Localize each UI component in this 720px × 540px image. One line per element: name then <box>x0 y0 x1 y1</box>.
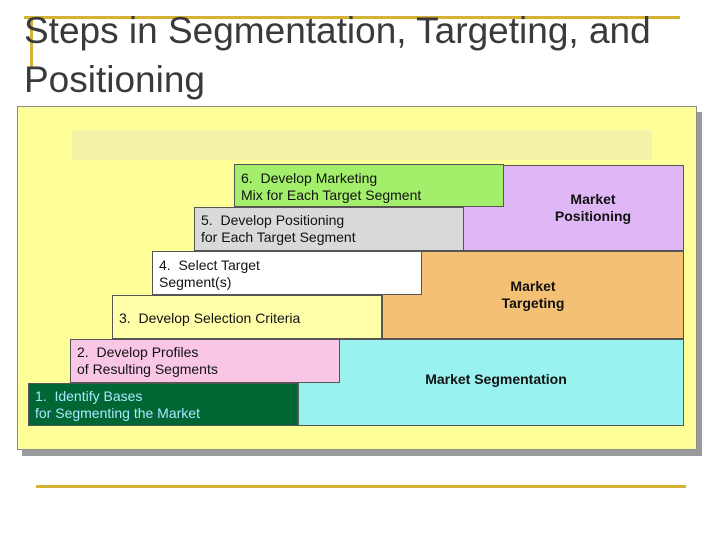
phase-market-positioning: Market Positioning <box>462 165 684 251</box>
slide-title: Steps in Segmentation, Targeting, and Po… <box>24 10 651 100</box>
step-5-label: 5. Develop Positioning for Each Target S… <box>201 212 356 245</box>
step-3-label: 3. Develop Selection Criteria <box>119 310 301 326</box>
step-5-box: 5. Develop Positioning for Each Target S… <box>194 207 464 251</box>
step-1-label: 1. Identify Bases for Segmenting the Mar… <box>35 388 200 421</box>
step-2-box: 2. Develop Profiles of Resulting Segment… <box>70 339 340 383</box>
phase-market-positioning-label: Market Positioning <box>554 191 632 224</box>
title-rule-top <box>24 16 680 19</box>
panel-strip <box>72 130 652 160</box>
step-3-box: 3. Develop Selection Criteria <box>112 295 382 339</box>
step-2-label: 2. Develop Profiles of Resulting Segment… <box>77 344 218 377</box>
step-4-label: 4. Select Target Segment(s) <box>159 257 260 290</box>
footer-rule <box>36 485 686 488</box>
step-6-label: 6. Develop Marketing Mix for Each Target… <box>241 170 422 203</box>
phase-market-segmentation: Market Segmentation <box>298 339 684 426</box>
step-6-box: 6. Develop Marketing Mix for Each Target… <box>234 164 504 207</box>
phase-market-targeting: Market Targeting <box>382 251 684 339</box>
step-1-box: 1. Identify Bases for Segmenting the Mar… <box>28 383 298 426</box>
phase-market-segmentation-label: Market Segmentation <box>425 371 567 387</box>
step-4-box: 4. Select Target Segment(s) <box>152 251 422 295</box>
phase-market-targeting-label: Market Targeting <box>501 278 565 311</box>
title-rule-left <box>30 16 33 68</box>
